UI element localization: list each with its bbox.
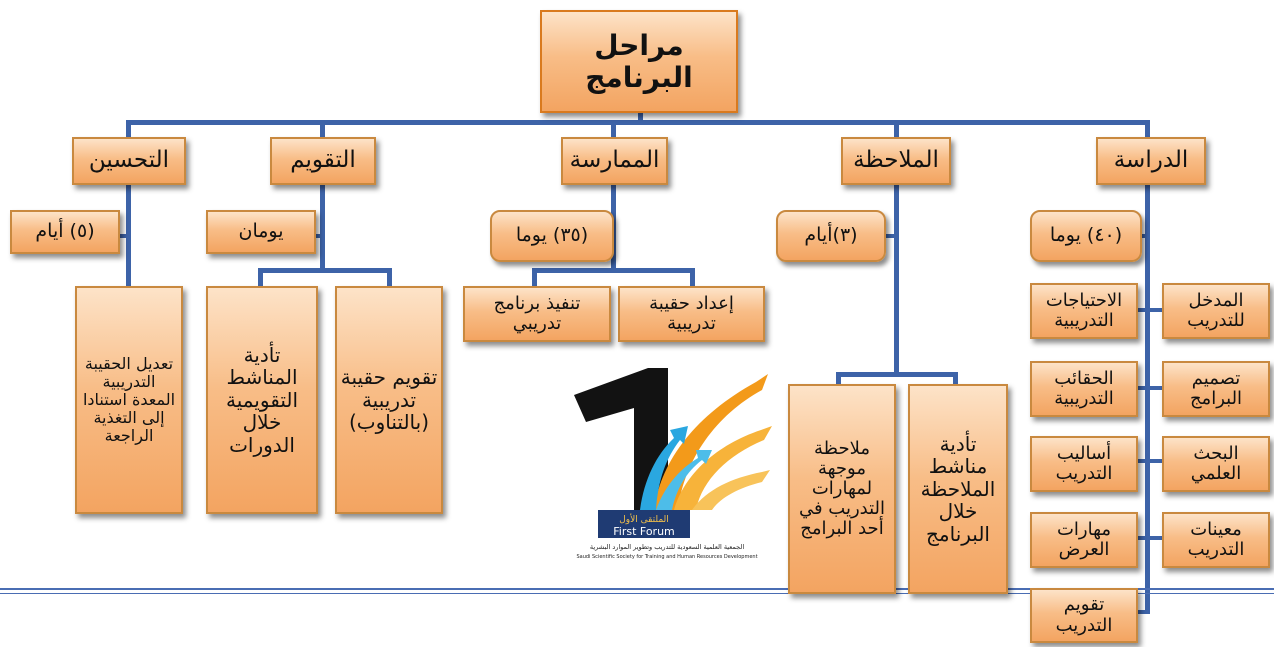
root-title: مراحل البرنامج [585, 29, 693, 94]
connector-line [1145, 120, 1150, 138]
connector-line [836, 372, 958, 377]
connector-line [258, 268, 263, 286]
item-label: تصميم البرامج [1189, 367, 1243, 409]
study-item: أساليب التدريب [1030, 436, 1138, 492]
phase-improvement: التحسين [72, 137, 186, 185]
phase-label: الممارسة [569, 147, 660, 174]
evaluation-item: تأدية المناشط التقويمية خلال الدورات [206, 286, 318, 514]
connector-line [258, 268, 392, 273]
item-label: مهارات العرض [1056, 518, 1112, 560]
connector-line [126, 120, 131, 138]
horizontal-rule [0, 588, 1274, 590]
phase-label: الملاحظة [853, 147, 939, 174]
connector-line [532, 268, 537, 286]
connector-line [1138, 536, 1162, 540]
item-label: المدخل للتدريب [1187, 289, 1245, 331]
duration-label: (٥) أيام [35, 220, 95, 243]
item-label: ملاحظة موجهة لمهارات التدريب في أحد البر… [798, 437, 886, 540]
study-item: الاحتياجات التدريبية [1030, 283, 1138, 339]
observation-item: تأدية مناشط الملاحظة خلال البرنامج [908, 384, 1008, 594]
logo-english-name: First Forum [613, 525, 675, 538]
study-item: تقويم التدريب [1030, 588, 1138, 643]
improvement-item: تعديل الحقيبة التدريبية المعدة استنادا إ… [75, 286, 183, 514]
item-label: معينات التدريب [1187, 518, 1245, 560]
connector-line [118, 234, 130, 238]
connector-line [836, 372, 841, 386]
duration-label: (٣٥) يوما [515, 224, 589, 247]
connector-line [126, 120, 1150, 125]
connector-line [1138, 610, 1150, 614]
study-item: تصميم البرامج [1162, 361, 1270, 417]
connector-line [1145, 185, 1150, 613]
phase-study: الدراسة [1096, 137, 1206, 185]
practice-item: تنفيذ برنامج تدريبي [463, 286, 611, 342]
item-label: تنفيذ برنامج تدريبي [493, 292, 581, 334]
duration-label: (٣)أيام [804, 224, 858, 247]
item-label: البحث العلمي [1190, 442, 1242, 484]
root-node: مراحل البرنامج [540, 10, 738, 113]
observation-item: ملاحظة موجهة لمهارات التدريب في أحد البر… [788, 384, 896, 594]
item-label: تقويم حقيبة تدريبية (بالتناوب) [340, 365, 438, 435]
phase-evaluation: التقويم [270, 137, 376, 185]
connector-line [320, 185, 325, 271]
phase-label: التقويم [290, 147, 356, 174]
phase-label: التحسين [88, 147, 170, 174]
connector-line [1138, 459, 1162, 463]
connector-line [894, 185, 899, 375]
connector-line [953, 372, 958, 386]
evaluation-item: تقويم حقيبة تدريبية (بالتناوب) [335, 286, 443, 514]
duration-label: يومان [238, 220, 284, 243]
duration-label: (٤٠) يوما [1049, 224, 1123, 247]
first-forum-logo-graphic: الملتقى الأول First Forum الجمعية العلمي… [574, 368, 772, 560]
item-label: أساليب التدريب [1055, 442, 1113, 484]
item-label: تقويم التدريب [1055, 594, 1113, 636]
connector-line [611, 120, 616, 138]
duration-evaluation: يومان [206, 210, 316, 254]
study-item: المدخل للتدريب [1162, 283, 1270, 339]
item-label: إعداد حقيبة تدريبية [649, 292, 734, 334]
first-forum-logo: الملتقى الأول First Forum الجمعية العلمي… [556, 360, 778, 565]
duration-study: (٤٠) يوما [1030, 210, 1142, 262]
connector-line [894, 120, 899, 138]
connector-line [638, 113, 643, 124]
connector-line [690, 268, 695, 286]
item-label: الحقائب التدريبية [1054, 367, 1114, 409]
study-item: الحقائب التدريبية [1030, 361, 1138, 417]
item-label: تعديل الحقيبة التدريبية المعدة استنادا إ… [82, 354, 176, 445]
logo-org-english: Saudi Scientific Society for Training an… [576, 554, 757, 560]
logo-org-arabic: الجمعية العلمية السعودية للتدريب وتطوير … [590, 543, 744, 551]
connector-line [320, 120, 325, 138]
connector-line [1140, 234, 1148, 238]
item-label: تأدية مناشط الملاحظة خلال البرنامج [920, 432, 996, 546]
practice-item: إعداد حقيبة تدريبية [618, 286, 765, 342]
connector-line [1138, 386, 1162, 390]
logo-arabic-name: الملتقى الأول [619, 513, 669, 525]
phase-observation: الملاحظة [841, 137, 951, 185]
connector-line [532, 268, 695, 273]
study-item: مهارات العرض [1030, 512, 1138, 568]
connector-line [314, 234, 324, 238]
study-item: البحث العلمي [1162, 436, 1270, 492]
phase-practice: الممارسة [561, 137, 668, 185]
connector-line [884, 234, 896, 238]
study-item: معينات التدريب [1162, 512, 1270, 568]
connector-line [1138, 308, 1162, 312]
phase-label: الدراسة [1113, 147, 1189, 174]
horizontal-rule [0, 593, 1274, 594]
duration-practice: (٣٥) يوما [490, 210, 614, 262]
item-label: الاحتياجات التدريبية [1045, 289, 1123, 331]
connector-line [387, 268, 392, 286]
duration-observation: (٣)أيام [776, 210, 886, 262]
item-label: تأدية المناشط التقويمية خلال الدورات [225, 343, 299, 457]
duration-improvement: (٥) أيام [10, 210, 120, 254]
